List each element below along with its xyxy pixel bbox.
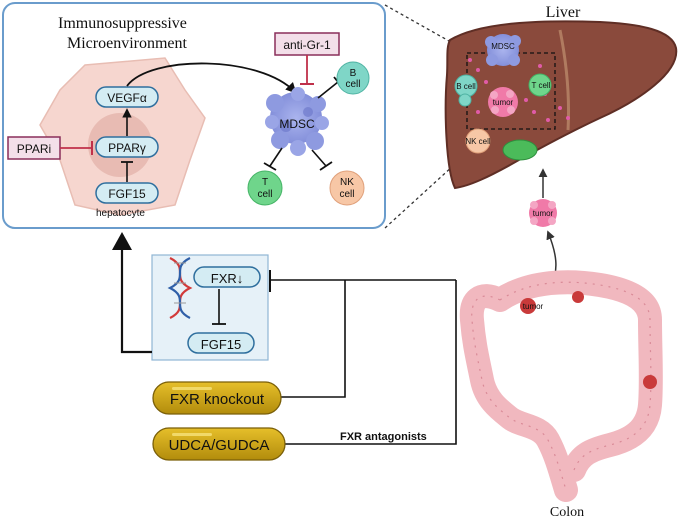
migrating-tumor: tumor (529, 199, 557, 227)
mdsc-inhibits-nk-line (311, 149, 327, 167)
udca-capsule: UDCA/GUDCA (152, 427, 286, 461)
mdsc-inhibits-t-line (269, 147, 283, 167)
fgf15-to-panel-arrowhead (112, 232, 132, 250)
mdsc-label: MDSC (279, 117, 315, 131)
liver-b-cell: B cell (454, 74, 478, 107)
mdsc-inhibits-t-bar (263, 162, 277, 171)
ppar-label: PPARγ (108, 141, 146, 155)
fxr-pill (193, 266, 261, 288)
t-cell: T cell (247, 170, 283, 206)
nucleus-fgf15-pill (187, 332, 255, 354)
nk-cell-label-line2: cell (339, 189, 354, 200)
vegf-to-mdsc-arrow (126, 62, 297, 94)
gallbladder (502, 139, 538, 161)
colon-title: Colon (550, 505, 584, 520)
b-cell-label-line2: cell (345, 79, 360, 90)
nk-cell-label-line1: NK (340, 177, 354, 188)
liver-tumor: tumor (488, 87, 518, 117)
fgf15-to-panel-connector (120, 245, 152, 354)
hepatocyte-label: hepatocyte (96, 208, 145, 219)
panel-title-line1: Immunosuppressive (58, 15, 187, 32)
t-cell-label-line2: cell (257, 189, 272, 200)
vegf-pill: VEGFα (95, 86, 159, 108)
dna-helix-icon (167, 257, 193, 319)
migrating-tumor-label: tumor (533, 209, 554, 218)
b-cell: B cell (336, 61, 370, 95)
anti-gr1-box: anti-Gr-1 (274, 32, 340, 56)
colon-illustration: tumor Colon (459, 270, 663, 520)
liver-t-cell-label: T cell (532, 81, 551, 90)
colon-tumor-1 (520, 298, 536, 314)
mdsc-inhibits-nk-bar (319, 161, 333, 171)
b-cell-label-line1: B (350, 68, 357, 79)
colon-tumor-2 (572, 291, 584, 303)
liver-nk-cell-label: NK cell (465, 137, 491, 146)
fxr-knockout-label: FXR knockout (170, 391, 265, 408)
ppari-label: PPARi (17, 142, 51, 156)
hepatocyte-fgf15-label: FGF15 (108, 187, 146, 201)
liver-b-cell-label: B cell (456, 82, 476, 91)
t-cell-label-line1: T (262, 177, 268, 188)
liver-t-cell: T cell (528, 73, 552, 97)
hepatocyte-fgf15-pill: FGF15 (95, 182, 159, 204)
immunosuppressive-panel: Immunosuppressive Microenvironment hepat… (2, 2, 386, 229)
colon-tumor-3 (643, 375, 657, 389)
fxr-knockout-capsule: FXR knockout (152, 381, 282, 415)
anti-gr1-label: anti-Gr-1 (283, 38, 331, 52)
antagonist-connector (285, 280, 457, 445)
fxr-signaling-box: FXR↓ FGF15 (151, 254, 269, 361)
vegf-label: VEGFα (107, 91, 147, 105)
liver-illustration: Liver MDSC B cell T cell (444, 4, 678, 190)
liver-title: Liver (546, 4, 581, 21)
udca-label: UDCA/GUDCA (169, 437, 270, 454)
nucleus-fgf15-label: FGF15 (201, 337, 241, 352)
liver-shape (444, 20, 678, 190)
ppari-box: PPARi (7, 136, 61, 160)
colon-body (459, 270, 663, 502)
colon-haustra (471, 281, 652, 491)
liver-tumor-label: tumor (493, 98, 514, 107)
liver-mdsc: MDSC (485, 34, 521, 66)
mdsc-cell: MDSC (265, 87, 329, 156)
ppar-pill: PPARγ (95, 136, 159, 158)
fxr-antagonists-label: FXR antagonists (340, 431, 427, 443)
colon-tumor-label: tumor (523, 302, 544, 311)
liver-mdsc-label: MDSC (491, 42, 515, 51)
mdsc-inhibits-b-line (317, 81, 339, 99)
liver-nk-cell: NK cell (465, 128, 491, 154)
panel-title-line2: Microenvironment (67, 35, 188, 52)
nk-cell: NK cell (329, 170, 365, 206)
fxr-label: FXR↓ (211, 271, 244, 286)
knockout-connector (280, 280, 346, 398)
